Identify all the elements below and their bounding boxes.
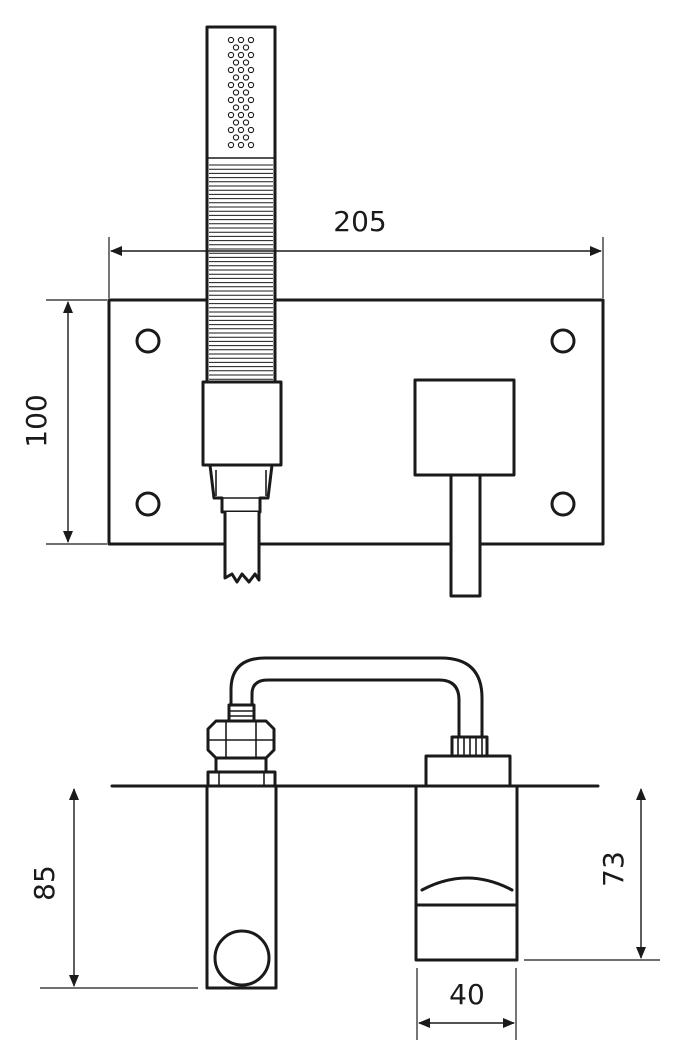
nozzle-dot — [227, 141, 235, 149]
mixer-body — [414, 784, 519, 962]
valve-fitting — [424, 735, 512, 788]
nozzle-dot — [237, 126, 245, 134]
nozzle-dot — [232, 134, 240, 141]
mounting-hole-bottom-right — [550, 491, 576, 517]
dimension-label-205: 205 — [333, 205, 386, 238]
nozzle-dot — [232, 44, 240, 51]
nozzle-dot — [237, 141, 245, 149]
nozzle-dot — [247, 111, 255, 119]
nozzle-dot — [232, 119, 240, 126]
nozzle-dot — [237, 96, 245, 104]
nozzle-dot — [247, 81, 255, 89]
nozzle-dot — [227, 81, 235, 89]
nut-fitting — [206, 703, 276, 774]
side-view: 85 73 40 — [28, 656, 660, 1040]
nozzle-dot — [227, 111, 235, 119]
nozzle-dot — [232, 59, 240, 66]
shower-handle-ribs — [209, 164, 273, 380]
nozzle-dot — [242, 59, 250, 66]
nozzle-dot — [237, 36, 245, 44]
nozzle-dot — [232, 74, 240, 81]
nozzle-dot — [247, 96, 255, 104]
nozzle-dot — [242, 119, 250, 126]
mounting-hole-bottom-left — [135, 491, 161, 517]
dimension-depth-73 — [524, 788, 660, 961]
nozzle-dot — [247, 51, 255, 59]
nozzle-dot — [247, 126, 255, 134]
nozzle-dot — [232, 89, 240, 96]
nozzle-dot — [247, 36, 255, 44]
nozzle-dot — [227, 51, 235, 59]
mixer-lever — [413, 378, 516, 598]
nozzle-dot — [237, 51, 245, 59]
shower-holder — [201, 380, 283, 467]
nozzle-dot — [232, 104, 240, 111]
dimension-label-100: 100 — [20, 394, 53, 447]
dimension-depth-85 — [40, 788, 198, 989]
dimension-width-40 — [416, 968, 517, 1040]
dimension-label-85: 85 — [28, 865, 61, 901]
wall-plate — [107, 298, 605, 546]
nozzle-dot — [227, 96, 235, 104]
nozzle-dot — [237, 66, 245, 74]
nozzle-dot — [242, 89, 250, 96]
hand-shower — [205, 25, 277, 385]
nozzle-dot — [247, 66, 255, 74]
mounting-hole-top-right — [550, 328, 576, 354]
nozzle-dot — [227, 36, 235, 44]
mounting-hole-top-left — [135, 328, 161, 354]
nozzle-dot — [242, 104, 250, 111]
hose-connector — [208, 463, 274, 584]
nozzle-dot — [237, 81, 245, 89]
dimension-label-40: 40 — [449, 978, 485, 1011]
nozzle-dot — [242, 134, 250, 141]
nozzle-dot — [237, 111, 245, 119]
nozzle-dot — [242, 74, 250, 81]
dimension-height-100 — [46, 299, 107, 545]
shower-nozzle-dots — [227, 36, 255, 149]
nozzle-dot — [247, 141, 255, 149]
connecting-pipe — [229, 656, 484, 740]
nozzle-dot — [227, 66, 235, 74]
nozzle-dot — [242, 44, 250, 51]
nozzle-dot — [227, 126, 235, 134]
front-view: 205 100 — [20, 25, 605, 598]
dimension-width-205 — [108, 237, 604, 298]
shower-outlet-body — [205, 770, 278, 990]
dimension-label-73: 73 — [597, 851, 630, 887]
